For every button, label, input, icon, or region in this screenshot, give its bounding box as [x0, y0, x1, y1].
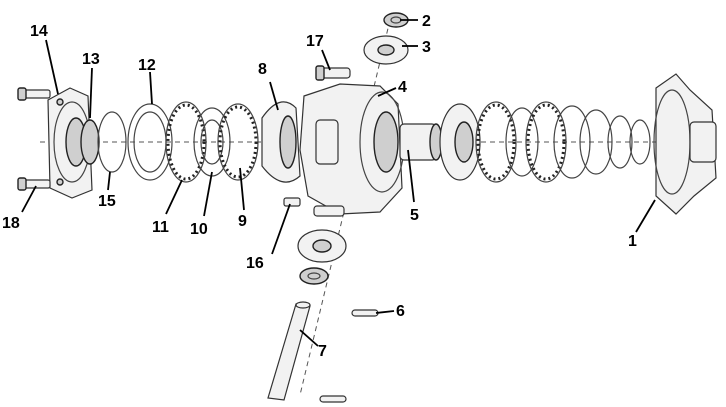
right-side-gear: [439, 103, 481, 181]
callout-3: 3: [422, 39, 431, 56]
callout-14: 14: [30, 23, 48, 40]
right-friction-discs: [475, 101, 651, 183]
left-bolts: [17, 87, 51, 191]
top-pinion-gear: [363, 35, 409, 65]
lock-pin: [351, 309, 379, 317]
callout-18: 18: [2, 215, 20, 232]
bottom-washer: [299, 267, 329, 285]
friction-disc-inner: [217, 103, 259, 181]
top-washer: [383, 12, 409, 28]
callout-15: 15: [98, 193, 116, 210]
seal-ring: [80, 119, 100, 165]
right-cover: [653, 73, 717, 215]
callout-labels: 1 2 3 4 5 6 7 8 9 10 11 12 13 14 15 16 1…: [2, 13, 637, 360]
callout-4: 4: [398, 79, 407, 96]
callout-7: 7: [318, 343, 327, 360]
callout-1: 1: [628, 233, 637, 250]
lower-pins: [283, 197, 345, 217]
callout-2: 2: [422, 13, 431, 30]
thrust-washer: [127, 103, 173, 181]
callout-13: 13: [82, 51, 100, 68]
callout-16: 16: [246, 255, 264, 272]
top-pin: [315, 65, 351, 81]
callout-12: 12: [138, 57, 156, 74]
callout-5: 5: [410, 207, 419, 224]
shim-washer: [97, 111, 127, 173]
differential-housing: [299, 83, 405, 215]
callout-17: 17: [306, 33, 324, 50]
friction-disc-outer: [165, 101, 207, 183]
callout-9: 9: [238, 213, 247, 230]
side-gear: [261, 101, 301, 183]
leader-lines: [21, 19, 656, 347]
spider-hub: [399, 123, 443, 161]
callout-8: 8: [258, 61, 267, 78]
cross-shaft: [267, 301, 311, 401]
bottom-pinion-gear: [297, 229, 347, 263]
left-flange-cover: [47, 87, 93, 199]
lock-pin-bottom: [319, 395, 347, 403]
callout-6: 6: [396, 303, 405, 320]
callout-10: 10: [190, 221, 208, 238]
callout-11: 11: [152, 219, 169, 236]
